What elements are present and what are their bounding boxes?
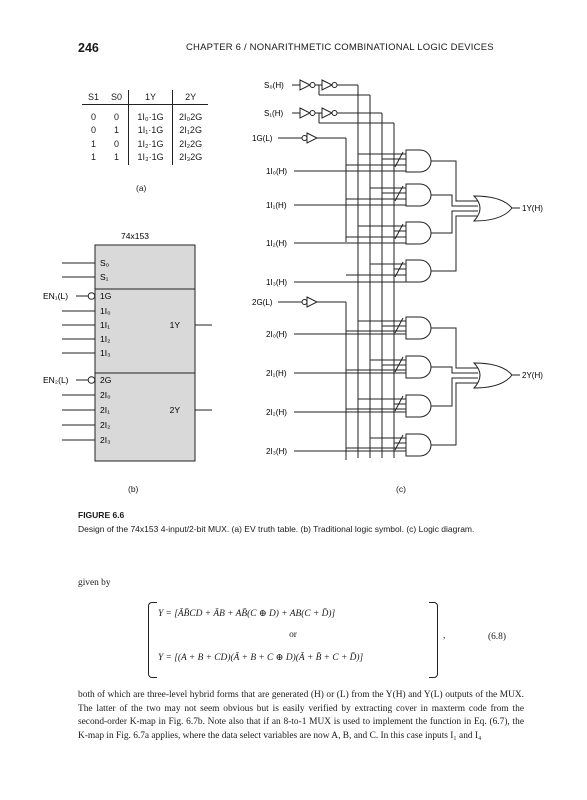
en1-bubble [87,292,96,300]
body-paragraph: both of which are three-level hybrid for… [78,690,524,741]
right-brace [429,602,438,678]
th-2y: 2Y [172,90,209,105]
table-row [82,104,209,111]
cell: 1I₁·1G [128,124,173,138]
g2-buffer-icon [301,296,319,308]
in-label: 1I₃(H) [266,278,287,287]
and-gate-icon [405,149,432,173]
sec2-input-label: 2I₂ [100,420,110,430]
or-gate-1-icon [472,195,513,222]
in-label: 2I₂(H) [266,408,287,417]
in-label: 1I₀(H) [266,167,287,176]
equation-or: or [289,630,297,640]
g1-buffer-icon [301,132,319,144]
and-gate-icon [405,221,432,245]
cell: 1I₃·1G [128,151,173,165]
figure-caption: Design of the 74x153 4-input/2-bit MUX. … [78,524,475,534]
cell: 0 [91,125,97,135]
logic-symbol-74x153: 74x153 S₀ S₁ EN₁(L) 1G 1I₀ 1I₁ 1I₂ 1I₃ 1… [43,231,212,462]
cell: 0 [114,138,120,149]
sec2-input-label: 2I₁ [100,405,110,415]
sec1-input-label: 1I₂ [100,334,110,344]
and-gate-icon [405,183,432,207]
equation-line-2: Y = [(A + B + CD)(Ā + B + C ⊕ D)(Ā + B̄ … [158,653,364,663]
th-s0: S0 [105,90,129,105]
s0-h-label: S₀(H) [264,81,284,90]
s0-label: S₀ [100,258,110,268]
and-gate-icon [405,259,432,283]
s1-label: S₁ [100,272,109,282]
out2-label: 2Y(H) [522,371,543,380]
s0-inverter-icon [299,79,316,91]
cell: 1 [114,152,120,162]
in-label: 2I₁(H) [266,369,287,378]
left-brace [148,602,157,678]
and-gate-icon [405,433,432,457]
running-title: CHAPTER 6 / NONARITHMETIC COMBINATIONAL … [186,42,494,53]
en2-bubble [87,376,96,384]
sec2-output-label: 2Y [170,405,181,415]
and-gate-icon [405,316,432,340]
cell: 2I₃2G [172,151,209,165]
sublabel-b: (b) [128,484,139,494]
sec1-input-label: 1I₃ [100,348,111,358]
equation-number: (6.8) [488,632,506,642]
symbol-title: 74x153 [121,231,149,241]
sec1-enable-label: 1G [100,291,111,301]
cell: 0 [91,111,97,122]
sec1-input-label: 1I₀ [100,306,111,316]
equation-comma: , [443,631,446,641]
g1-label: 1G(L) [252,134,273,143]
equation-block: Y = [ĀB̄CD + ĀB + AB̄(C ⊕ D) + AB(C + D̄… [148,602,438,678]
in-label: 2I₃(H) [266,447,287,456]
cell: 0 [114,111,120,122]
sec2-input-label: 2I₀ [100,390,111,400]
in-label: 1I₂(H) [266,239,287,248]
cell: 1 [114,125,120,135]
cell: 2I₀2G [172,110,209,124]
cell: 1I₀·1G [128,110,173,124]
symbol-section1 [94,288,196,374]
g2-label: 2G(L) [252,298,273,307]
cell: 1I₂·1G [128,137,173,151]
sec1-output-label: 1Y [170,320,181,330]
s1-inverter2-icon [321,107,338,119]
s1-h-label: S₁(H) [264,109,283,118]
s0-inverter2-icon [321,79,338,91]
in-label: 2I₀(H) [266,330,287,339]
cell: 1 [91,138,97,149]
cell: 2I₁2G [172,124,209,138]
given-by-text: given by [78,578,111,588]
equation-line-1: Y = [ĀB̄CD + ĀB + AB̄(C ⊕ D) + AB(C + D̄… [158,609,336,619]
and-gate-icon [405,394,432,418]
out1-label: 1Y(H) [522,204,543,213]
sec2-enable-label: 2G [100,375,111,385]
sec1-input-label: 1I₁ [100,320,110,330]
symbol-section2 [94,372,196,462]
in-label: 1I₁(H) [266,201,287,210]
figure-title: FIGURE 6.6 [78,510,125,520]
cell: 2I₂2G [172,137,209,151]
th-1y: 1Y [128,90,173,105]
en1-label: EN₁(L) [43,291,68,301]
page-number: 246 [78,41,99,55]
or-gate-2-icon [472,362,513,389]
and-gate-icon [405,355,432,379]
sec2-input-label: 2I₃ [100,435,111,445]
en2-label: EN₂(L) [43,375,69,385]
logic-diagram: S₀(H) S₁(H) 1G(L) 2G(L) 1I₀(H) 1I₁(H) 1I… [252,79,543,460]
th-s1: S1 [82,90,106,105]
s1-inverter-icon [299,107,316,119]
sublabel-a: (a) [136,183,147,193]
sublabel-c: (c) [396,484,406,494]
cell: 1 [91,152,97,162]
